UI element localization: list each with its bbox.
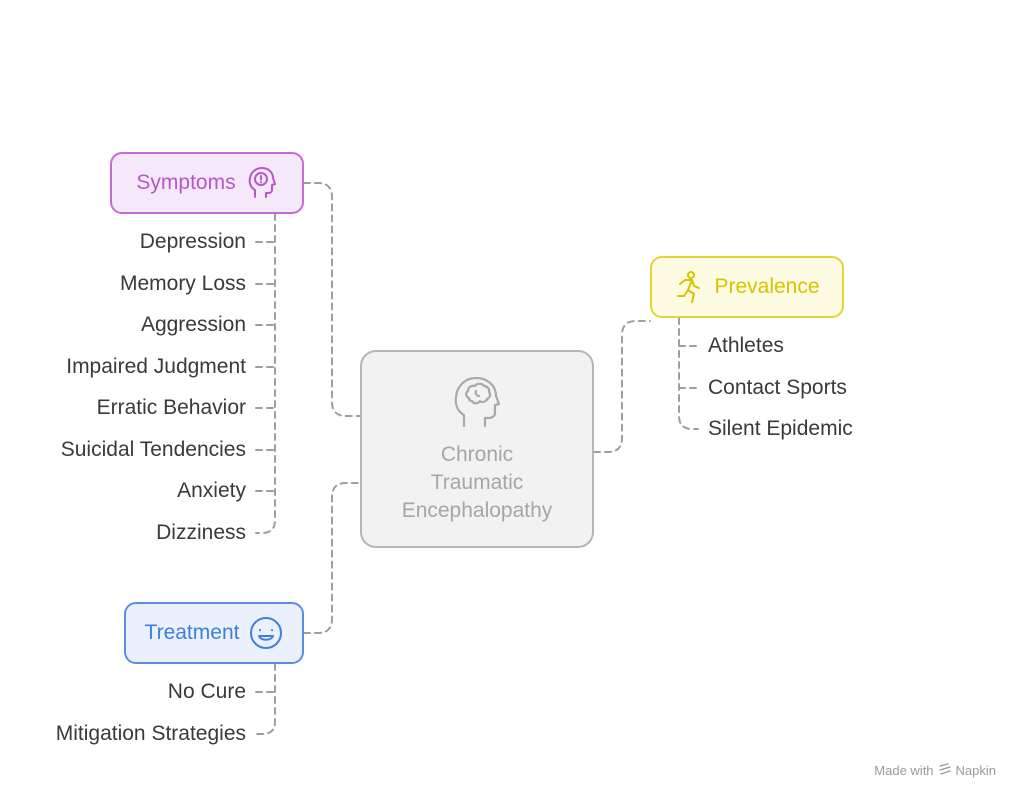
connector-prevalence-spine (678, 317, 699, 430)
connector-prevalence-center (593, 320, 651, 453)
napkin-logo-icon (938, 762, 952, 779)
symptoms-node[interactable]: Symptoms (110, 152, 304, 214)
running-person-icon (674, 270, 704, 304)
connector-symptoms-center (303, 182, 361, 417)
center-title-line-3: Encephalopathy (401, 498, 553, 522)
head-brain-icon (451, 374, 503, 435)
symptom-item: Aggression (140, 313, 246, 336)
prevalence-node[interactable]: Prevalence (650, 256, 844, 318)
treatment-label: Treatment (144, 621, 240, 644)
symptom-item: Erratic Behavior (96, 396, 246, 419)
treatment-item: Mitigation Strategies (55, 722, 246, 745)
symptom-item: Suicidal Tendencies (60, 438, 246, 461)
center-topic-title: Chronic Traumatic Encephalopathy (402, 441, 553, 525)
connector-treatment-spine (255, 663, 276, 735)
symptom-item: Anxiety (177, 479, 246, 502)
watermark-prefix: Made with (874, 763, 934, 778)
prevalence-item: Athletes (708, 334, 784, 357)
treatment-node[interactable]: Treatment (124, 602, 304, 664)
symptoms-label: Symptoms (136, 171, 236, 194)
head-alert-icon (246, 166, 278, 200)
center-title-line-1: Chronic (440, 442, 514, 466)
watermark-brand: Napkin (955, 763, 996, 778)
connector-symptoms-spine (255, 213, 276, 534)
symptom-item: Dizziness (156, 521, 246, 544)
smiley-face-icon (249, 616, 283, 650)
treatment-item: No Cure (167, 680, 246, 703)
center-title-line-2: Traumatic (430, 470, 524, 494)
connector-treatment-center (303, 482, 361, 634)
center-topic-node[interactable]: Chronic Traumatic Encephalopathy (360, 350, 594, 548)
symptom-item: Impaired Judgment (66, 355, 246, 378)
prevalence-item: Silent Epidemic (708, 417, 853, 440)
prevalence-item: Contact Sports (708, 376, 847, 399)
symptom-item: Memory Loss (119, 272, 246, 295)
napkin-watermark[interactable]: Made with Napkin (874, 762, 996, 779)
symptom-item: Depression (139, 230, 246, 253)
prevalence-label: Prevalence (714, 275, 820, 298)
